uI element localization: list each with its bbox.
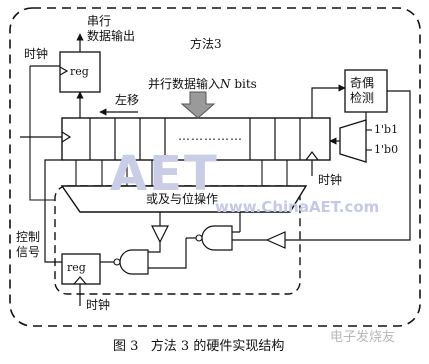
parity-text: 奇偶 检测 xyxy=(350,76,375,105)
mux-in0-label: 1'b0 xyxy=(374,143,399,156)
register-to-op-wires xyxy=(75,160,288,186)
register-clock-triangle xyxy=(61,131,72,143)
feedback-right-wire xyxy=(285,90,411,241)
serial-out-label: 串行 数据输出 xyxy=(87,14,135,44)
top-reg-clock-triangle xyxy=(59,66,69,76)
right-clock-label: 时钟 xyxy=(318,173,343,187)
parity-detect-box xyxy=(344,69,388,113)
register-dots: …………… xyxy=(178,129,243,143)
buffer-down xyxy=(151,225,169,244)
top-reg-label: reg xyxy=(70,65,89,78)
serial-out-text: 串行 数据输出 xyxy=(87,14,136,43)
left-clock-trunk xyxy=(29,66,55,201)
register-right-clock-triangle xyxy=(305,151,319,161)
control-signal-label: 控制 信号 xyxy=(16,230,40,260)
control-signal-wire xyxy=(44,159,62,263)
and-gate-left xyxy=(119,249,149,275)
watermark-logo: AET xyxy=(110,146,219,202)
parallel-input-suffix: bits xyxy=(230,77,257,91)
bottom-reg-label: reg xyxy=(67,261,86,274)
parallel-input-arrow xyxy=(180,91,216,119)
and-gate-right xyxy=(201,225,233,251)
buffer-right xyxy=(265,231,286,249)
title-label: 方法3 xyxy=(190,37,222,51)
control-signal-text: 控制 信号 xyxy=(16,230,41,259)
parallel-input-var: N xyxy=(220,77,231,91)
mux xyxy=(339,119,367,163)
figure-caption: 图 3 方法 3 的硬件实现结构 xyxy=(113,339,285,354)
shift-register-cells xyxy=(89,118,301,160)
register-to-parity-wire xyxy=(311,84,346,118)
shift-left-label: 左移 xyxy=(115,93,140,107)
watermark-corner: 电子发烧友 xyxy=(330,330,396,345)
parity-label: 奇偶 检测 xyxy=(350,76,374,106)
top-clock-label: 时钟 xyxy=(24,47,49,61)
parallel-input-label: 并行数据输入N bits xyxy=(148,78,257,90)
outer-dashed-boundary xyxy=(9,7,421,327)
watermark-url: www.ChinaAET.com xyxy=(215,198,380,216)
parallel-input-prefix: 并行数据输入 xyxy=(148,77,221,91)
bottom-clock-label: 时钟 xyxy=(86,298,111,312)
or-and-op-label: 或及与位操作 xyxy=(146,192,219,206)
mux-in1-label: 1'b1 xyxy=(374,123,399,136)
or-and-operation-block xyxy=(60,185,308,213)
